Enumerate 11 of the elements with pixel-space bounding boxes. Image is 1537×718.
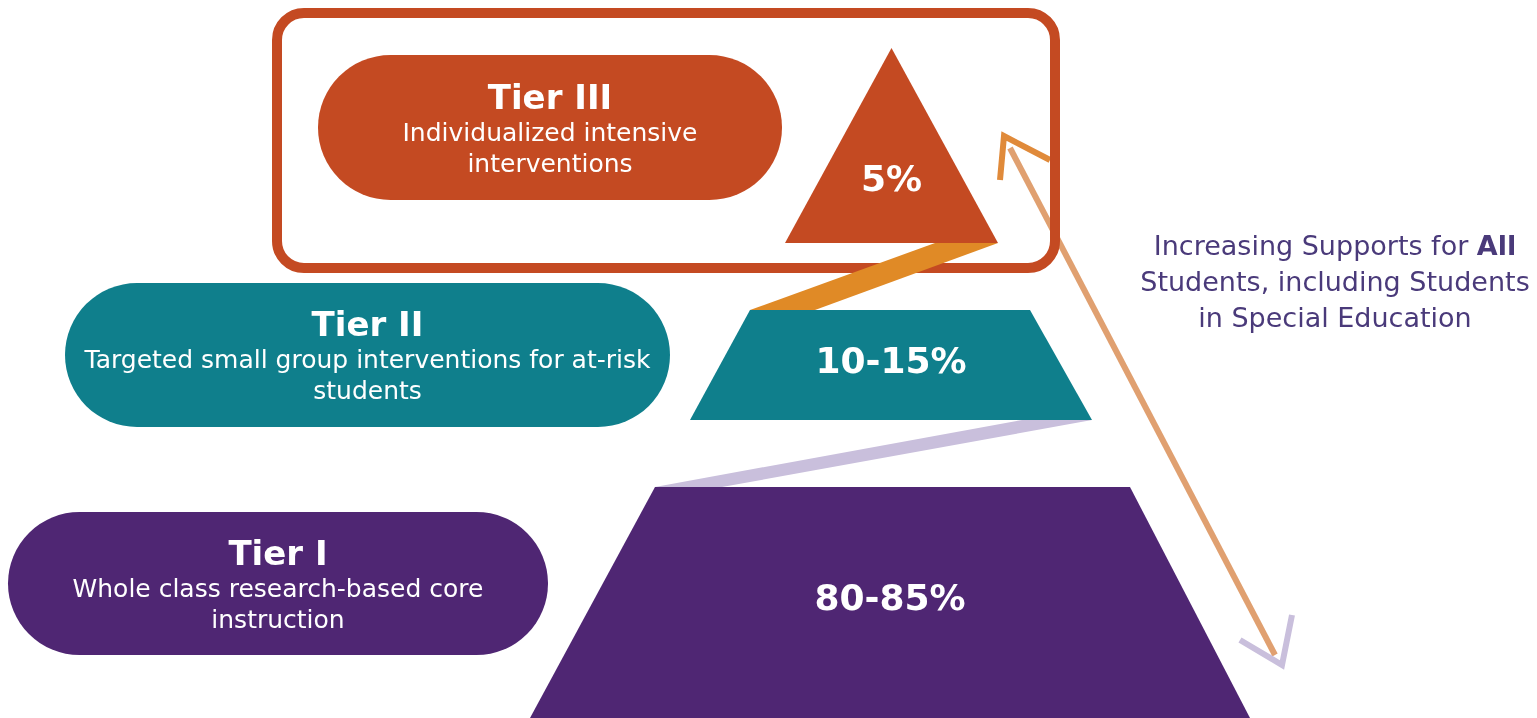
percentage-label: 5% — [859, 158, 924, 199]
percentage-label: 10-15% — [814, 340, 968, 381]
side-note: Increasing Supports for All Students, including Students in Special Education — [1140, 229, 1530, 335]
tier-description: Whole class research-based core instruction — [71, 572, 485, 635]
tier-heading: Tier III — [487, 76, 613, 117]
tier-heading: Tier II — [311, 304, 424, 344]
tier-description: Targeted small group interventions for at-risk students — [83, 344, 652, 406]
tier-description: Individualized intensive interventions — [401, 116, 699, 179]
highlight-frame — [272, 8, 1060, 273]
percentage-label: 80-85% — [813, 577, 967, 618]
tier-heading: Tier I — [228, 532, 328, 573]
